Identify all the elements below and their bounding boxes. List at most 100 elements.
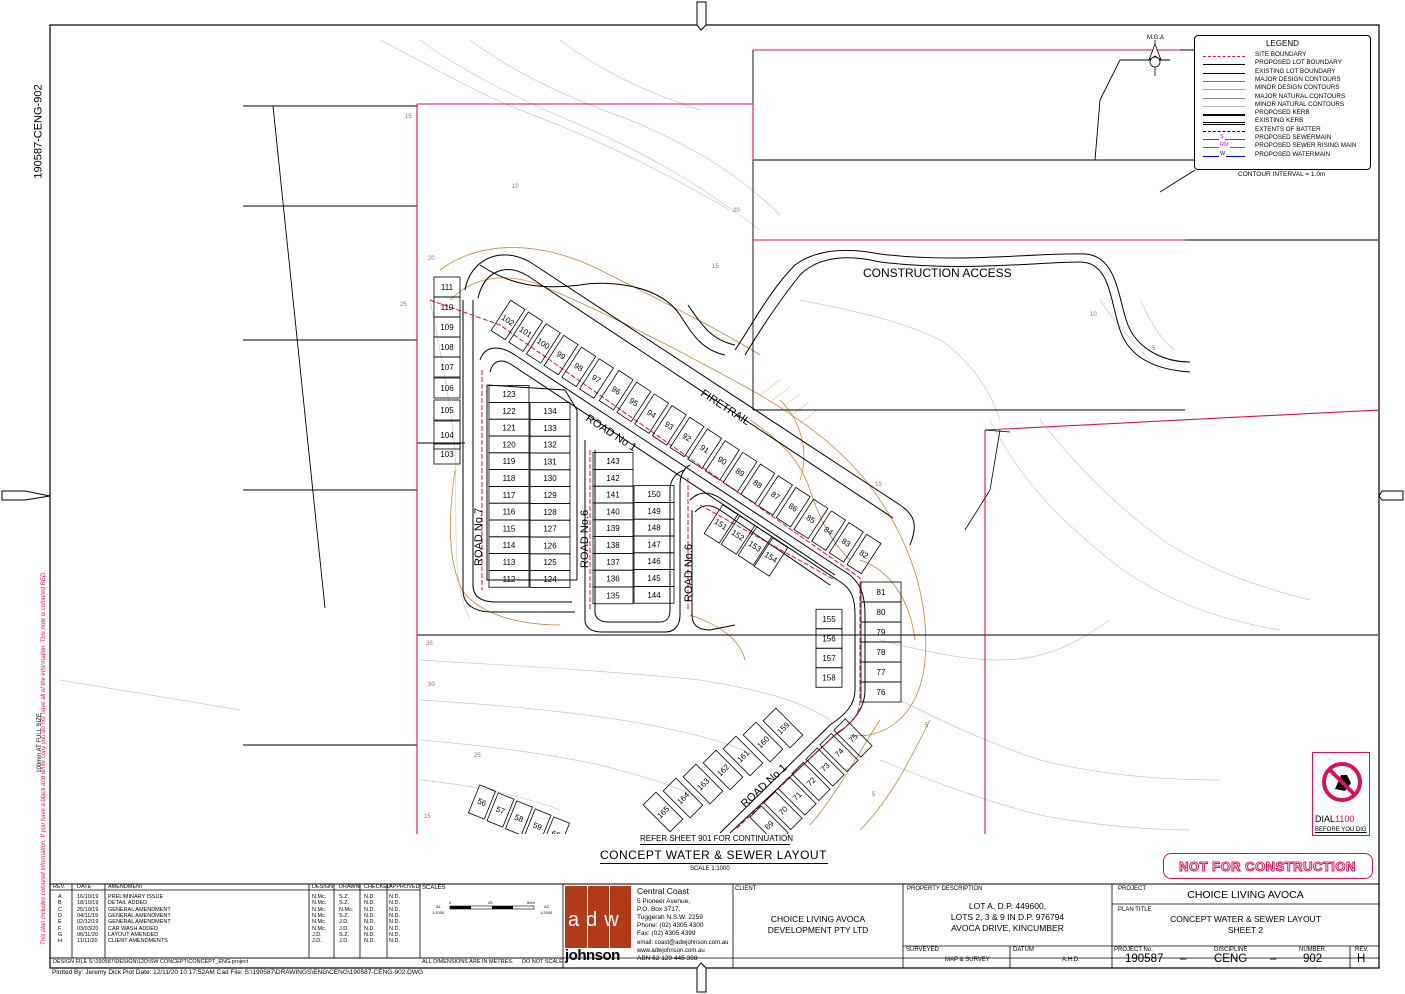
revision-cell: F	[58, 925, 62, 932]
lot-number: 74	[833, 746, 846, 759]
scale-a1-ratio: 1:1000	[432, 910, 445, 915]
revision-cell: N.D.	[389, 912, 400, 919]
refer-note: REFER SHEET 901 FOR CONTINUATION	[640, 834, 794, 843]
svg-text:30: 30	[428, 682, 435, 688]
lot-number: 161	[735, 748, 751, 764]
lot-number: 71	[791, 790, 804, 803]
lot-126: 126	[529, 536, 571, 555]
lot-129: 129	[529, 486, 571, 504]
lot-115: 115	[488, 519, 530, 538]
svg-text:25: 25	[474, 753, 481, 759]
lot-number: 111	[441, 283, 454, 292]
do-not-scale: DO NOT SCALE	[522, 959, 563, 965]
scale-tick-0: 0	[449, 900, 452, 905]
revision-cell: E	[58, 919, 62, 926]
revision-cell: N.D.	[364, 894, 375, 900]
number-value: 902	[1303, 953, 1323, 965]
lot-134: 134	[529, 402, 571, 420]
design-contours	[439, 247, 931, 831]
revision-cell: J.D.	[339, 919, 349, 926]
no-dig-icon	[1322, 762, 1362, 802]
lot-number: 93	[663, 420, 676, 433]
lot-124: 124	[529, 570, 571, 588]
revision-cell: 16/10/19	[77, 894, 99, 900]
road-kerbs	[462, 254, 915, 834]
lot-number: 162	[715, 762, 731, 778]
revision-cell: C	[58, 906, 62, 913]
revision-cell: N.Mc.	[312, 894, 327, 900]
lot-131: 131	[529, 452, 571, 471]
legend-label: MAJOR NATURAL CONTOURS	[1255, 92, 1346, 100]
svg-text:5: 5	[925, 723, 929, 729]
legend-symbol	[1203, 89, 1245, 91]
lot-136: 136	[592, 569, 634, 588]
lot-number: 144	[647, 591, 661, 600]
road6-label-a: ROAD No.6	[579, 510, 591, 568]
dims-note: ALL DIMENSIONS ARE IN METRES.	[422, 959, 514, 965]
title-block-lines	[50, 884, 1379, 968]
surveyed-value: MAP & SURVEY	[945, 957, 990, 963]
lot-130: 130	[529, 469, 571, 488]
revision-cell: N.D.	[364, 912, 375, 919]
lot-106: 106	[433, 377, 461, 399]
legend-label: PROPOSED KERB	[1255, 109, 1310, 117]
lot-number: 121	[502, 424, 516, 433]
legend-symbol	[1203, 97, 1245, 99]
lot-155: 155	[815, 608, 843, 630]
lot-number: 148	[647, 524, 661, 533]
company-address3: Tuggerah N.S.W. 2259	[637, 914, 703, 921]
lot-number: 125	[543, 558, 557, 567]
construction-access-road	[479, 249, 1191, 373]
lot-number: 115	[503, 524, 516, 533]
construction-access-label: CONSTRUCTION ACCESS	[863, 266, 1012, 280]
property-line1: LOT A, D.P. 449600,	[968, 901, 1047, 911]
svg-text:15: 15	[712, 264, 719, 270]
client-line2: DEVELOPMENT PTY LTD	[767, 925, 869, 935]
scale-a3-ratio: 1:2000	[540, 910, 553, 915]
revision-cell: N.D.	[364, 931, 375, 938]
lot-number: 114	[503, 541, 516, 550]
svg-text:15: 15	[424, 814, 431, 820]
lot-107: 107	[433, 356, 461, 378]
lot-123: 123	[488, 385, 530, 403]
lot-number: 88	[751, 478, 764, 491]
revision-cell: N.Mc.	[312, 906, 327, 913]
revision-cell: DETAIL ADDED	[108, 900, 148, 907]
lot-number: 82	[858, 548, 871, 561]
svg-text:25: 25	[400, 302, 407, 308]
lot-number: 60	[550, 829, 562, 841]
revision-cell: N.D.	[364, 938, 375, 945]
revision-cell: S.Z.	[339, 900, 350, 907]
legend-symbol	[1203, 122, 1245, 126]
company-web: www.adwjohnson.com.au	[637, 948, 705, 954]
lot-number: 126	[543, 541, 557, 550]
svg-text:35: 35	[426, 641, 433, 647]
svg-text:10: 10	[1090, 312, 1097, 318]
lot-number: 135	[606, 591, 620, 600]
revision-cell: 25/10/19	[77, 906, 99, 913]
lot-141: 141	[592, 485, 634, 504]
lot-number: 131	[543, 457, 557, 466]
lot-117: 117	[488, 485, 530, 504]
revision-cell: N.D.	[389, 931, 400, 938]
lot-number: 122	[502, 407, 516, 416]
lot-number: 152	[730, 528, 747, 543]
revision-cell: B	[58, 900, 62, 907]
lot-number: 123	[502, 390, 516, 399]
lot-number: 56	[476, 797, 488, 809]
revision-cell: GENERAL AMENDMENT	[108, 906, 171, 913]
lot-148: 148	[633, 518, 675, 537]
legend-label: PROPOSED SEWER RISING MAIN	[1255, 142, 1357, 150]
project-no: 190587	[1125, 953, 1164, 965]
discipline-label: DISCIPLINE	[1214, 947, 1248, 953]
road7-label: ROAD No.7	[473, 508, 485, 566]
company-office: Central Coast	[637, 886, 689, 896]
lot-number: 104	[440, 431, 454, 440]
natural-contours	[59, 39, 1311, 831]
lot-149: 149	[633, 501, 675, 520]
revision-cell: 11/11/20	[77, 938, 98, 945]
lot-59: 59	[523, 808, 552, 834]
